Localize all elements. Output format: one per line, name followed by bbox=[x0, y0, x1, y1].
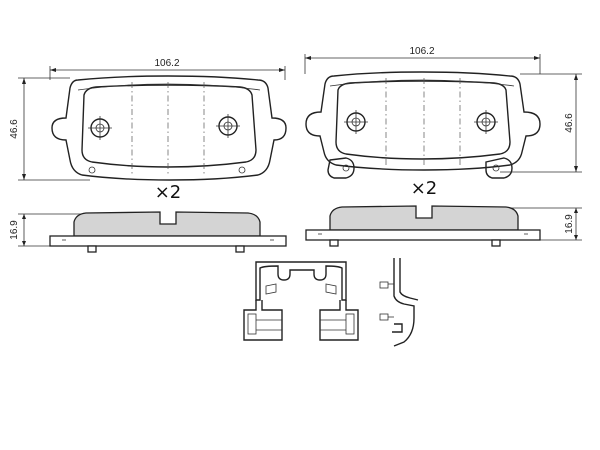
left-pad-small-hole-right bbox=[238, 166, 246, 174]
hardware-clip-left-block bbox=[243, 300, 283, 341]
left-width-dimension: 106.2 bbox=[49, 58, 286, 80]
left-thickness-label: 16.9 bbox=[9, 220, 20, 240]
right-pad-wear-clip-right bbox=[485, 157, 513, 179]
left-quantity-label: ×2 bbox=[155, 182, 182, 203]
left-pad-small-hole-left bbox=[88, 166, 96, 174]
left-width-label: 106.2 bbox=[154, 58, 179, 69]
left-height-label: 46.6 bbox=[9, 119, 20, 139]
right-friction-inner-outline bbox=[335, 80, 511, 160]
right-pad-hole-left bbox=[344, 110, 368, 134]
right-height-dimension: 46.6 bbox=[500, 73, 582, 173]
right-height-label: 46.6 bbox=[564, 113, 575, 133]
left-pad-front-view: 106.2 46.6 bbox=[9, 58, 287, 181]
right-pad-side-view: 16.9 bbox=[305, 205, 582, 247]
left-height-dimension: 46.6 bbox=[9, 77, 90, 181]
left-pad-side-view: 16.9 bbox=[9, 211, 287, 253]
left-pad-friction-side bbox=[73, 211, 261, 237]
right-pad-tab-left bbox=[329, 239, 339, 247]
right-pad-hole-right bbox=[474, 110, 498, 134]
right-thickness-dimension: 16.9 bbox=[510, 207, 582, 241]
left-pad-hole-right bbox=[216, 114, 240, 138]
left-backing-plate-outline bbox=[51, 75, 287, 181]
right-width-label: 106.2 bbox=[409, 46, 434, 57]
right-pad-wear-clip-left bbox=[327, 157, 355, 179]
right-pad-tab-right bbox=[491, 239, 501, 247]
left-pad-tab-right bbox=[235, 245, 245, 253]
left-pad-hole-left bbox=[88, 116, 112, 140]
hardware-clip bbox=[243, 261, 359, 341]
left-pad-tab-left bbox=[87, 245, 97, 253]
right-pad-front-view: 106.2 46.6 bbox=[304, 46, 582, 179]
spring-clip-side bbox=[379, 258, 419, 347]
hardware-clip-right-block bbox=[319, 300, 359, 341]
right-pad-friction-side bbox=[329, 205, 519, 231]
right-backing-plate-outline bbox=[305, 71, 541, 171]
right-pad-backing-plate-side bbox=[305, 229, 541, 241]
right-width-dimension: 106.2 bbox=[304, 46, 541, 74]
right-quantity-label: ×2 bbox=[411, 178, 438, 199]
left-pad-backing-plate-side bbox=[49, 235, 287, 247]
right-thickness-label: 16.9 bbox=[564, 214, 575, 234]
